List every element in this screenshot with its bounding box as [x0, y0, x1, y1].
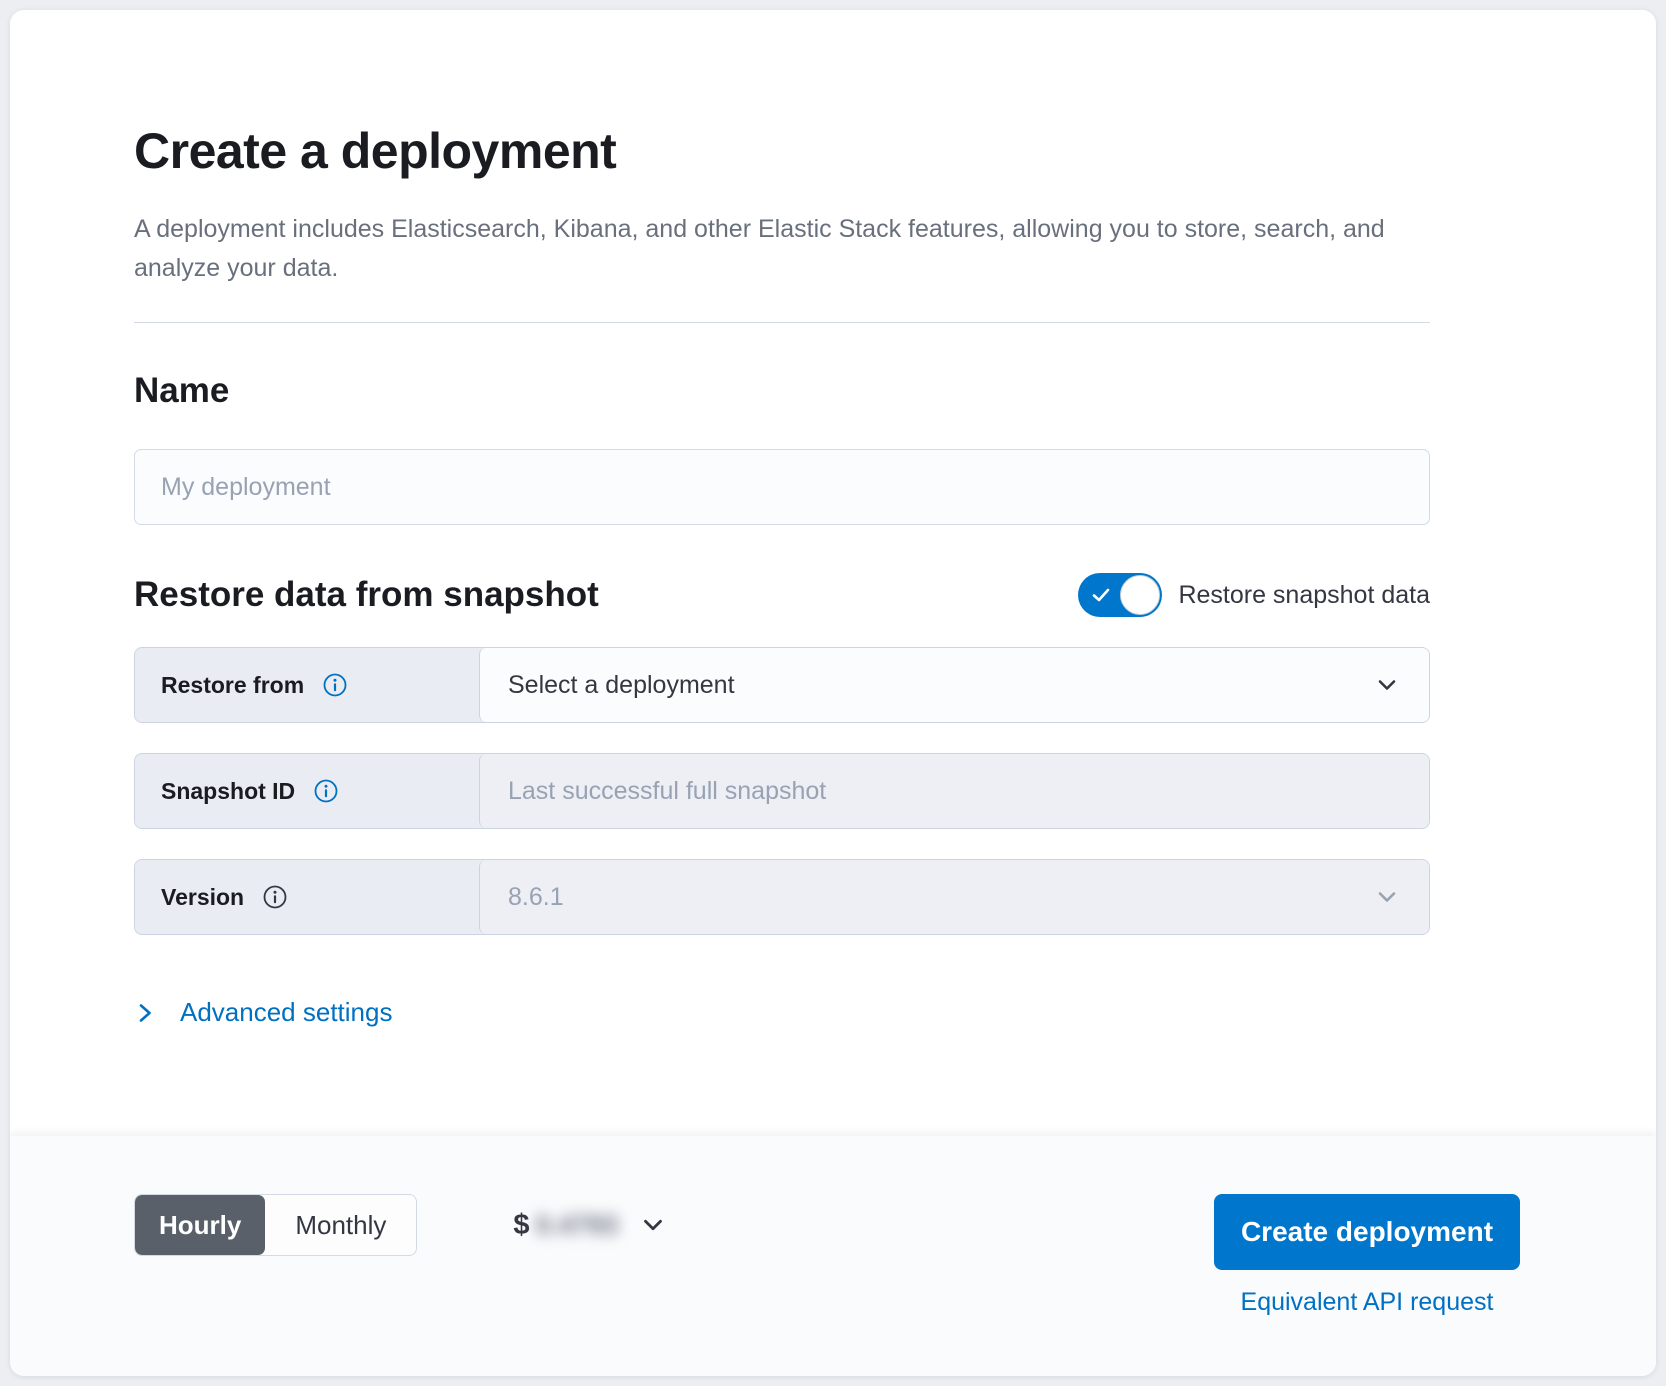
create-deployment-button[interactable]: Create deployment	[1214, 1194, 1520, 1270]
page-subtitle: A deployment includes Elasticsearch, Kib…	[134, 210, 1430, 288]
divider	[134, 322, 1430, 323]
price-amount-blurred: 0.4793	[536, 1210, 619, 1241]
info-icon[interactable]	[322, 672, 348, 698]
version-value: 8.6.1	[508, 883, 564, 912]
billing-interval-toggle: Hourly Monthly	[134, 1194, 417, 1256]
toggle-thumb[interactable]	[1120, 575, 1160, 615]
version-label: Version	[161, 884, 244, 911]
billing-monthly-button[interactable]: Monthly	[265, 1195, 416, 1255]
advanced-settings-link[interactable]: Advanced settings	[134, 997, 392, 1028]
billing-hourly-button[interactable]: Hourly	[135, 1195, 265, 1255]
restore-from-select[interactable]: Select a deployment	[479, 648, 1429, 722]
chevron-down-icon	[638, 1210, 668, 1240]
version-select: 8.6.1	[479, 860, 1429, 934]
chevron-right-icon	[134, 1002, 156, 1024]
check-icon	[1091, 585, 1111, 605]
info-icon[interactable]	[262, 884, 288, 910]
main-content: Create a deployment A deployment include…	[10, 10, 1656, 1136]
price-currency: $	[513, 1209, 529, 1242]
create-deployment-card: Create a deployment A deployment include…	[10, 10, 1656, 1376]
restore-toggle-label: Restore snapshot data	[1178, 581, 1430, 610]
restore-from-value: Select a deployment	[508, 671, 735, 700]
restore-snapshot-toggle[interactable]	[1078, 573, 1162, 617]
restore-from-row: Restore from Select a deployment	[134, 647, 1430, 723]
snapshot-id-placeholder: Last successful full snapshot	[508, 777, 826, 806]
price-dropdown[interactable]: $ 0.4793	[513, 1209, 668, 1242]
footer-bar: Hourly Monthly $ 0.4793 Create deploymen…	[10, 1136, 1656, 1376]
page-title: Create a deployment	[134, 122, 1430, 180]
restore-from-label: Restore from	[161, 672, 304, 699]
name-section-heading: Name	[134, 371, 1430, 411]
chevron-down-icon	[1373, 883, 1401, 911]
equivalent-api-request-link[interactable]: Equivalent API request	[1241, 1288, 1494, 1317]
restore-section-heading: Restore data from snapshot	[134, 575, 599, 615]
snapshot-id-row: Snapshot ID Last successful full snapsho…	[134, 753, 1430, 829]
deployment-name-input[interactable]	[134, 449, 1430, 525]
restore-from-label-cell: Restore from	[135, 648, 479, 722]
snapshot-id-label: Snapshot ID	[161, 778, 295, 805]
chevron-down-icon	[1373, 671, 1401, 699]
version-row: Version 8.6.1	[134, 859, 1430, 935]
version-label-cell: Version	[135, 860, 479, 934]
advanced-settings-label: Advanced settings	[180, 997, 392, 1028]
info-icon[interactable]	[313, 778, 339, 804]
snapshot-id-label-cell: Snapshot ID	[135, 754, 479, 828]
snapshot-id-input: Last successful full snapshot	[479, 754, 1429, 828]
